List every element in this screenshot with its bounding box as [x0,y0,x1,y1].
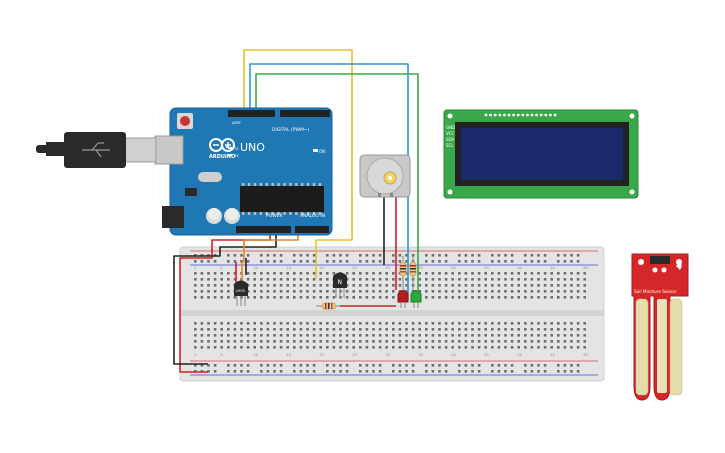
column-number: 10 [253,353,257,357]
l-led [226,146,229,148]
sparkfun-flame-icon [676,262,682,270]
soil-sensor-header [650,256,670,264]
reset-button[interactable] [180,116,190,126]
wire-a0-orange[interactable] [241,228,299,283]
column-number: 45 [484,353,488,357]
arduino-uno-board[interactable]: ARDUINO UNO DIGITAL (PWM~) AREF POWER AN… [154,107,333,236]
column-number: 50 [517,353,521,357]
column-number: 20 [319,266,323,270]
aref-label: AREF [232,121,241,125]
breadboard-holes [190,250,598,376]
usb-strain-relief [46,142,66,156]
transistor-label: N [338,279,343,286]
lcd-i2c-pins: GND VCC SDA SCL [446,125,455,148]
column-number: 15 [286,266,290,270]
lcd-header-pins [484,113,557,117]
resistor-horizontal[interactable] [316,302,340,310]
lcd-screen [461,128,623,180]
power-jack [162,206,184,228]
atmega-chip [240,186,324,212]
tx-led-label: TX [233,147,239,151]
column-number: 55 [550,353,554,357]
lcd-display[interactable]: GND VCC SDA SCL [443,109,639,199]
column-number: 25 [352,353,356,357]
column-number: 30 [385,266,389,270]
breadboard[interactable]: 1155101015152020252530303535404045455050… [179,246,605,382]
rx-led [228,154,232,156]
resistor-led-green[interactable] [409,256,417,290]
analog-header [295,226,329,233]
motor-terminal-1 [378,193,381,197]
motor-terminal-2 [390,193,393,197]
digital-pins-label: DIGITAL (PWM~) [272,127,310,133]
column-number: 35 [418,353,422,357]
analog-pins-label: ANALOG IN [300,213,325,219]
led-red[interactable] [397,290,409,309]
breadboard-center-channel [180,310,604,316]
column-number: 20 [319,353,323,357]
column-number: 5 [220,353,222,357]
arduino-model-label: UNO [240,141,265,154]
column-number: 45 [484,266,488,270]
column-number: 15 [286,353,290,357]
arduino-logo-icon [209,138,235,152]
digital-header-left [228,110,275,117]
rx-led-label: RX [234,154,239,158]
column-number: 5 [220,266,222,270]
power-header [236,226,291,233]
wire-gnd-black[interactable] [173,228,277,365]
column-number: 50 [517,266,521,270]
tx-led [228,147,232,149]
resistor-led-red[interactable] [399,256,407,290]
wire-green[interactable] [255,73,419,290]
lcd-pin-vcc: VCC [446,131,455,136]
npn-transistor[interactable]: N [333,272,347,299]
column-number: 55 [550,266,554,270]
column-number: 1 [194,266,196,270]
usb-cable[interactable] [36,132,157,168]
transistor-body [333,272,347,288]
temperature-sensor[interactable]: LM35 [234,280,248,307]
column-number: 10 [253,266,257,270]
lcd-pin-gnd: GND [446,125,455,130]
usb-jack [154,135,184,165]
soil-probe-left-gold [635,298,649,396]
usb-cable-end [36,145,50,153]
lcd-pin-sda: SDA [446,137,455,142]
usb-plug-metal [123,137,157,163]
soil-sensor-label: Soil Moisture Sensor [634,289,677,294]
chip-pins [242,183,322,215]
column-number: 60 [583,266,587,270]
lcd-pin-scl: SCL [446,143,454,148]
on-led [313,149,318,152]
column-number: 25 [352,266,356,270]
column-number: 40 [451,353,455,357]
column-number: 35 [418,266,422,270]
column-number: 1 [194,353,196,357]
soil-moisture-sensor[interactable]: Soil Moisture Sensor [631,253,689,401]
wire-yellow[interactable] [243,49,353,278]
dc-motor[interactable] [359,154,411,198]
regulator [185,188,197,196]
temp-sensor-label: LM35 [236,289,245,293]
soil-probe-right-gold [669,298,683,396]
crystal [198,172,222,182]
temp-sensor-body [234,280,248,296]
digital-header-right [280,110,330,117]
usb-symbol-icon [82,142,110,158]
arduino-brand-label: ARDUINO [209,154,235,160]
column-number: 40 [451,266,455,270]
column-number: 60 [583,353,587,357]
on-led-label: ON [319,149,325,154]
breadboard-column-numbers: 1155101015152020252530303535404045455050… [194,266,588,357]
column-number: 30 [385,353,389,357]
led-green[interactable] [410,290,422,309]
power-pins-label: POWER [266,213,283,219]
